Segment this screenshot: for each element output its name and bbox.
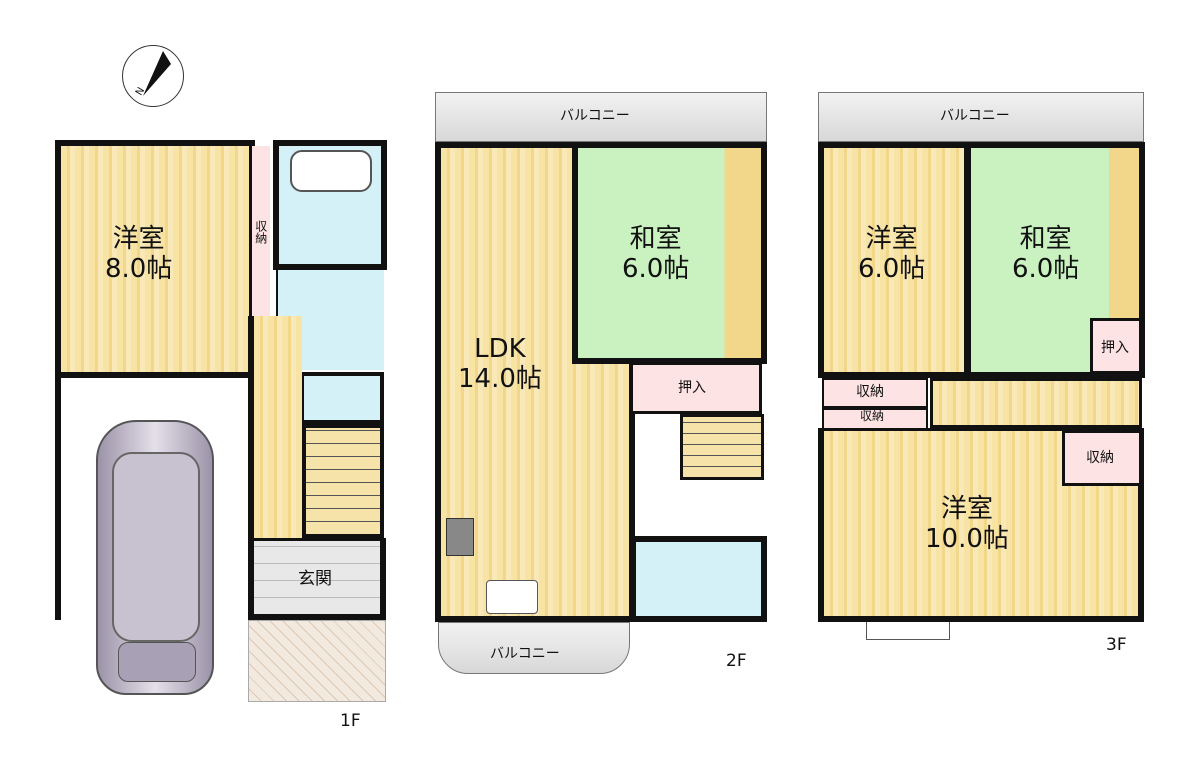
room-name: 和室 xyxy=(629,224,682,254)
room-youshitsu-8 xyxy=(55,140,255,378)
floor-label-1f: 1F xyxy=(340,711,361,731)
porch xyxy=(248,620,386,702)
closet-3f-2 xyxy=(822,408,928,430)
room-size: 6.0帖 xyxy=(858,253,926,284)
floor-label-2f: 2F xyxy=(726,651,747,671)
balcony-3f xyxy=(818,92,1144,142)
hall-3f xyxy=(930,378,1142,428)
floor-label-3f: 3F xyxy=(1106,635,1127,655)
kitchen-stove-icon xyxy=(446,518,474,556)
room-size: 8.0帖 xyxy=(105,253,173,284)
room-name: 洋室 xyxy=(112,224,165,254)
stairs-2f xyxy=(680,414,764,480)
closet-3f-1 xyxy=(822,378,928,408)
room-size: 10.0帖 xyxy=(925,523,1009,554)
oshiire-3f xyxy=(1090,318,1142,374)
bay-window xyxy=(866,622,950,640)
entrance-label: 玄関 xyxy=(298,569,332,589)
balcony-label: バルコニー xyxy=(940,108,1010,124)
room-name: 洋室 xyxy=(940,494,993,524)
toilet xyxy=(300,372,384,424)
oshiire-label: 押入 xyxy=(678,380,706,396)
stairs-1f xyxy=(302,424,384,538)
closet-label: 収納 xyxy=(860,409,885,423)
room-size: 6.0帖 xyxy=(1012,253,1080,284)
oshiire-label: 押入 xyxy=(1101,340,1129,356)
balcony-label: バルコニー xyxy=(490,646,560,662)
closet-label: 収納 xyxy=(856,384,884,400)
balcony-2f-bottom xyxy=(438,622,630,674)
closet xyxy=(250,146,270,316)
room-size: 6.0帖 xyxy=(622,253,690,284)
room-name: 洋室 xyxy=(865,224,918,254)
hallway-1f xyxy=(248,316,302,538)
car-icon xyxy=(96,420,214,695)
room-name: 和室 xyxy=(1019,224,1072,254)
kitchen-sink-icon xyxy=(486,580,538,614)
entrance xyxy=(248,538,386,620)
oshiire-2f xyxy=(630,362,762,414)
wash-toilet-2f xyxy=(630,536,767,622)
closet-label: 収納 xyxy=(1086,450,1114,466)
room-washitsu-2f xyxy=(572,142,767,364)
bathtub-icon xyxy=(290,150,372,192)
closet-label: 収納 xyxy=(253,220,268,244)
closet-3f-3 xyxy=(1062,430,1142,486)
garage-wall xyxy=(55,378,61,620)
balcony-label: バルコニー xyxy=(560,108,630,124)
room-size: 14.0帖 xyxy=(458,363,542,394)
balcony-2f-top xyxy=(435,92,767,142)
room-name: LDK xyxy=(474,334,526,364)
compass-icon: N xyxy=(122,45,184,107)
